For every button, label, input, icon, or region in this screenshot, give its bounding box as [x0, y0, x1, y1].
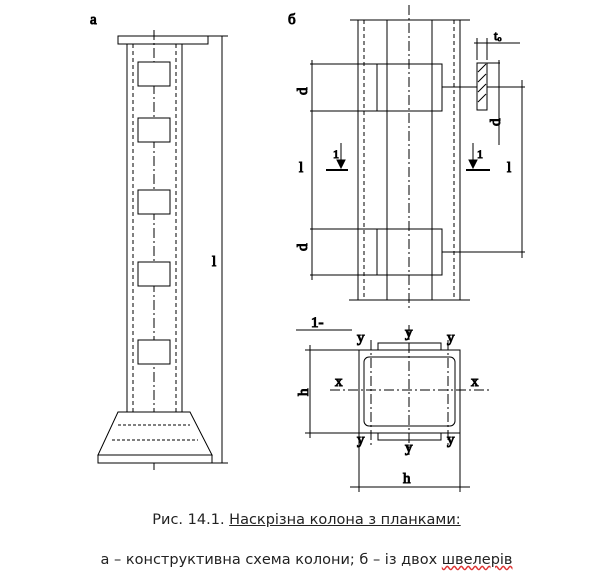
battens: [137, 61, 171, 365]
label-d-top: d: [295, 87, 311, 95]
label-l-left: l: [299, 160, 303, 176]
label-h-left: h: [296, 388, 312, 396]
caption-line-2: а – конструктивна схема колони; б – із д…: [0, 552, 613, 568]
section-mark-left: 1: [333, 147, 339, 161]
axis-x-left: x: [335, 374, 343, 390]
axis-y-bottom: y: [405, 440, 413, 456]
axis-y1-bottom-right: y: [447, 432, 455, 448]
label-b: б: [288, 12, 296, 28]
label-l-right: l: [507, 160, 511, 176]
axis-y1-top-right: y: [447, 330, 455, 346]
caption-line2-text: а – конструктивна схема колони; б – із д…: [100, 552, 442, 568]
axis-x-right: x: [471, 374, 479, 390]
axis-y1-top: y: [357, 330, 365, 346]
label-l-a: l: [212, 254, 216, 270]
caption-line2-word: швелерів: [441, 552, 513, 568]
label-h-bottom: h: [403, 471, 411, 487]
label-t: tₒ: [494, 28, 502, 43]
axis-y1-bottom: y: [357, 432, 365, 448]
label-a: а: [90, 12, 97, 28]
column-scheme-b: б d l d d l tₒ 1 1: [288, 5, 525, 310]
section-mark-right: 1: [477, 147, 483, 161]
axis-y-top: y: [405, 325, 413, 341]
caption-prefix: Рис. 14.1.: [152, 512, 230, 528]
label-d-bottom: d: [295, 243, 311, 251]
section-title: 1-: [311, 315, 324, 331]
caption-line-1: Рис. 14.1. Наскрізна колона з планками:: [0, 512, 613, 528]
caption-title: Наскрізна колона з планками:: [229, 512, 461, 528]
label-d-plate: d: [488, 118, 504, 126]
cross-section: 1- h h x x y y y y y y: [296, 315, 490, 492]
column-scheme-a: а l: [90, 12, 228, 470]
